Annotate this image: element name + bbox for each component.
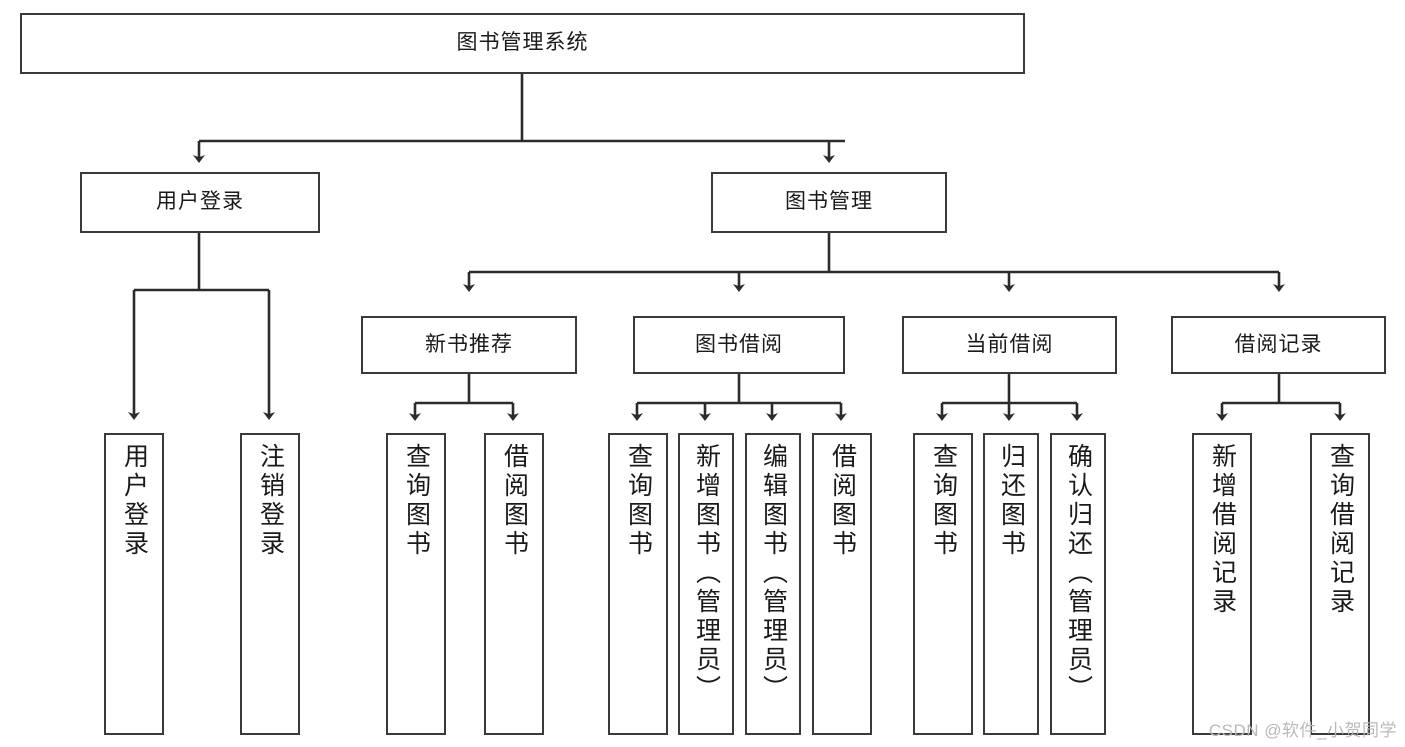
node-user-login[interactable]: 用户登录: [80, 172, 320, 233]
node-label: 编辑图书（管理员）: [759, 443, 788, 704]
leaf-edit-book-admin[interactable]: 编辑图书（管理员）: [745, 433, 801, 735]
node-label: 查询图书: [624, 443, 653, 559]
leaf-confirm-return-admin[interactable]: 确认归还（管理员）: [1050, 433, 1106, 735]
leaf-return-book[interactable]: 归还图书: [983, 433, 1039, 735]
node-label: 查询借阅记录: [1326, 443, 1355, 617]
leaf-query-borrow-record[interactable]: 查询借阅记录: [1310, 433, 1370, 735]
leaf-add-borrow-record[interactable]: 新增借阅记录: [1192, 433, 1252, 735]
node-current-borrow[interactable]: 当前借阅: [902, 316, 1117, 374]
node-label: 借阅图书: [828, 443, 857, 559]
node-label: 查询图书: [402, 443, 431, 559]
node-label: 用户登录: [156, 190, 244, 214]
node-label: 图书管理系统: [456, 31, 589, 55]
node-label: 借阅图书: [500, 443, 529, 559]
node-label: 新增图书（管理员）: [692, 443, 721, 704]
node-label: 注销登录: [256, 443, 285, 559]
node-label: 用户登录: [120, 443, 149, 559]
leaf-borrow-book-recommend[interactable]: 借阅图书: [484, 433, 544, 735]
node-borrow-record[interactable]: 借阅记录: [1171, 316, 1386, 374]
watermark-text: CSDN @软件_小贺同学: [1208, 721, 1397, 740]
node-label: 图书管理: [785, 190, 873, 214]
node-label: 图书借阅: [695, 332, 783, 356]
node-label: 当前借阅: [965, 332, 1054, 356]
node-label: 归还图书: [997, 443, 1026, 559]
leaf-query-book-recommend[interactable]: 查询图书: [386, 433, 446, 735]
node-label: 新增借阅记录: [1208, 443, 1237, 617]
node-label: 确认归还（管理员）: [1064, 443, 1093, 704]
leaf-add-book-admin[interactable]: 新增图书（管理员）: [678, 433, 734, 735]
leaf-query-book-borrow[interactable]: 查询图书: [608, 433, 668, 735]
node-book-borrow[interactable]: 图书借阅: [633, 316, 845, 374]
leaf-query-book-current[interactable]: 查询图书: [913, 433, 973, 735]
leaf-logout-login[interactable]: 注销登录: [240, 433, 300, 735]
leaf-user-login[interactable]: 用户登录: [104, 433, 164, 735]
node-label: 借阅记录: [1234, 332, 1323, 356]
node-new-book-recommend[interactable]: 新书推荐: [361, 316, 577, 374]
node-root-book-management-system[interactable]: 图书管理系统: [20, 13, 1025, 74]
node-label: 查询图书: [929, 443, 958, 559]
node-label: 新书推荐: [425, 332, 513, 356]
leaf-borrow-book-borrow[interactable]: 借阅图书: [812, 433, 872, 735]
node-book-manage[interactable]: 图书管理: [711, 172, 947, 233]
